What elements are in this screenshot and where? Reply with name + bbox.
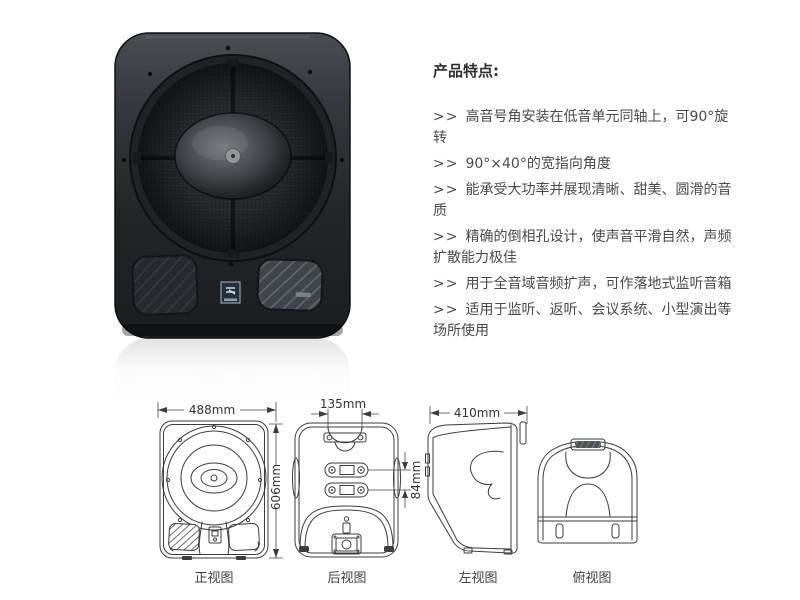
feature-bullet: >> xyxy=(433,229,459,245)
feature-text: 精确的倒相孔设计，使声音平滑自然，声频扩散能力极佳 xyxy=(433,229,732,266)
top-profile-outline xyxy=(537,438,638,544)
feature-bullet: >> xyxy=(433,302,459,318)
rear-slot-dimension: 84mm xyxy=(368,452,423,508)
feature-text: 90°×40°的宽指向角度 xyxy=(465,156,611,172)
feature-item: >>适用于监听、返听、会议系统、小型演出等场所使用 xyxy=(433,300,735,342)
vent-right xyxy=(256,258,324,312)
features-section: 产品特点: >>高音号角安装在低音单元同轴上，可90°旋转 >>90°×40°的… xyxy=(433,60,735,347)
top-handle-grip xyxy=(573,440,602,449)
left-width-dimension: 410mm xyxy=(429,406,528,424)
brand-badge xyxy=(220,281,241,304)
feature-bullet: >> xyxy=(433,276,459,292)
dim-front-width: 488mm xyxy=(189,403,235,417)
cabinet-screws xyxy=(121,45,345,267)
dim-front-height: 606mm xyxy=(269,464,283,510)
feature-item: >>高音号角安装在低音单元同轴上，可90°旋转 xyxy=(433,107,735,149)
view-label-left: 左视图 xyxy=(458,571,498,586)
feature-text: 适用于监听、返听、会议系统、小型演出等场所使用 xyxy=(433,302,732,339)
horn-driver xyxy=(174,112,292,200)
front-height-dimension: 606mm xyxy=(269,423,283,559)
vent-left xyxy=(131,254,199,316)
left-profile-outline xyxy=(425,421,527,555)
front-vent-right xyxy=(228,523,260,551)
dim-rear-width: 135mm xyxy=(320,397,366,411)
front-vent-left xyxy=(168,523,200,551)
dim-left-width: 410mm xyxy=(454,406,500,420)
top-view-drawing xyxy=(537,438,638,544)
feature-bullet: >> xyxy=(433,156,459,172)
feature-text: 高音号角安装在低音单元同轴上，可90°旋转 xyxy=(433,109,729,146)
feature-item: >> 用于全音域音频扩声，可作落地式监听音箱 xyxy=(433,274,735,295)
feature-text: 能承受大功率并展现清晰、甜美、圆滑的音质 xyxy=(433,182,732,219)
feature-item: >>能承受大功率并展现清晰、甜美、圆滑的音质 xyxy=(433,180,735,222)
dim-rear-gap: 84mm xyxy=(409,461,423,500)
product-photo xyxy=(100,32,370,398)
feature-text: 用于全音域音频扩声，可作落地式监听音箱 xyxy=(465,276,732,292)
feature-item: >> 90°×40°的宽指向角度 xyxy=(433,154,735,175)
feature-bullet: >> xyxy=(433,109,459,125)
front-cabinet-outline xyxy=(159,420,269,559)
view-label-top: 俯视图 xyxy=(572,571,612,586)
feature-bullet: >> xyxy=(433,182,459,198)
rear-width-dimension: 135mm xyxy=(311,397,379,430)
features-title: 产品特点: xyxy=(433,62,499,80)
view-label-front: 正视图 xyxy=(194,571,234,586)
rear-view-drawing: 135mm 84mm xyxy=(292,397,423,558)
front-width-dimension: 488mm xyxy=(157,402,277,422)
feature-item: >>精确的倒相孔设计，使声音平滑自然，声频扩散能力极佳 xyxy=(433,227,735,269)
view-label-rear: 后视图 xyxy=(327,571,367,586)
front-view-drawing: 488mm 606mm xyxy=(157,402,283,560)
left-view-drawing: 410mm xyxy=(425,406,528,555)
